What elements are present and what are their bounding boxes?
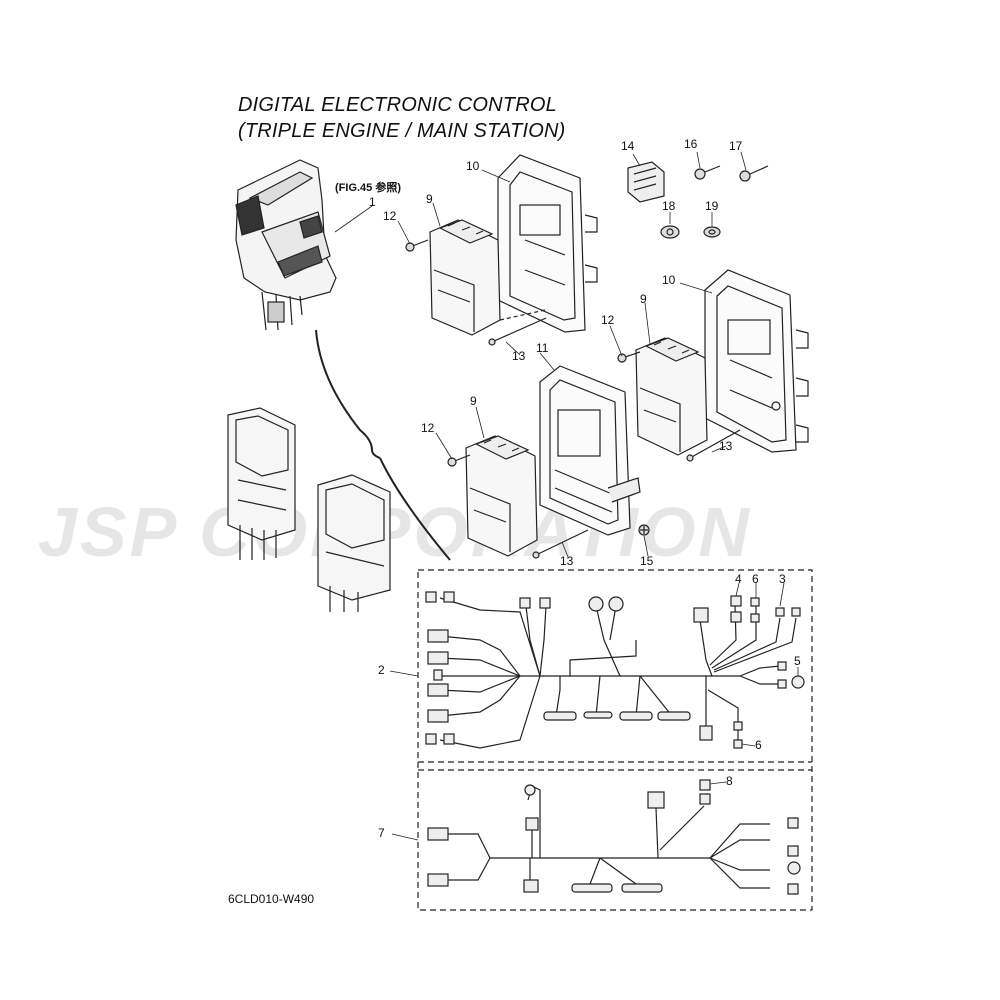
wire-harness-7 bbox=[427, 779, 801, 895]
callout-15: 15 bbox=[640, 554, 654, 568]
leader-lines bbox=[334, 151, 799, 841]
callout-12-middle: 12 bbox=[601, 313, 615, 327]
callout-6-bottom: 6 bbox=[755, 738, 762, 752]
callout-4: 4 bbox=[735, 572, 742, 586]
callout-13-upper: 13 bbox=[512, 349, 526, 363]
callout-18: 18 bbox=[662, 199, 676, 213]
diagram-subtitle: (TRIPLE ENGINE / MAIN STATION) bbox=[238, 120, 566, 142]
ecu-unit-upper bbox=[429, 219, 546, 336]
callout-13-lower: 13 bbox=[560, 554, 574, 568]
callout-6-top: 6 bbox=[752, 572, 759, 586]
wire-harness-2 bbox=[425, 591, 805, 749]
long-bolts-13 bbox=[488, 317, 741, 559]
callout-7: 7 bbox=[378, 826, 385, 840]
diagram-title: DIGITAL ELECTRONIC CONTROL bbox=[238, 94, 557, 116]
callout-1: 1 bbox=[369, 195, 376, 209]
callout-12-lower: 12 bbox=[421, 421, 435, 435]
callout-10-lower: 10 bbox=[662, 273, 676, 287]
callout-9-upper: 9 bbox=[426, 192, 433, 206]
callout-11: 11 bbox=[536, 341, 549, 355]
callout-3: 3 bbox=[779, 572, 786, 586]
frame-bracket-lower bbox=[704, 269, 809, 453]
frame-bracket-upper bbox=[497, 154, 598, 333]
callout-13-middle: 13 bbox=[719, 439, 733, 453]
callout-14: 14 bbox=[621, 139, 635, 153]
callout-10-upper: 10 bbox=[466, 159, 480, 173]
ecu-unit-middle bbox=[635, 337, 708, 456]
callout-9-middle: 9 bbox=[640, 292, 647, 306]
callout-9-lower: 9 bbox=[470, 394, 477, 408]
screw-15 bbox=[638, 524, 650, 536]
small-hardware bbox=[627, 161, 769, 239]
callout-16: 16 bbox=[684, 137, 698, 151]
callout-17: 17 bbox=[729, 139, 743, 153]
callout-2: 2 bbox=[378, 663, 385, 677]
diagram-code: 6CLD010-W490 bbox=[228, 892, 315, 906]
ecu-assembly-small-left bbox=[227, 407, 391, 612]
callout-8: 8 bbox=[726, 774, 733, 788]
cover-case bbox=[539, 365, 641, 536]
control-lever-part bbox=[235, 159, 337, 331]
callout-19: 19 bbox=[705, 199, 719, 213]
ecu-unit-lower bbox=[465, 435, 538, 557]
callout-12-upper: 12 bbox=[383, 209, 397, 223]
callout-5: 5 bbox=[794, 654, 801, 668]
fig-reference: (FIG.45 参照) bbox=[335, 182, 402, 194]
watermark: JSP CORPORATION bbox=[38, 493, 752, 571]
callout-labels: 1 2 3 4 5 6 6 7 8 9 9 9 10 10 11 12 12 1… bbox=[369, 137, 801, 840]
bolts-12 bbox=[405, 239, 641, 467]
